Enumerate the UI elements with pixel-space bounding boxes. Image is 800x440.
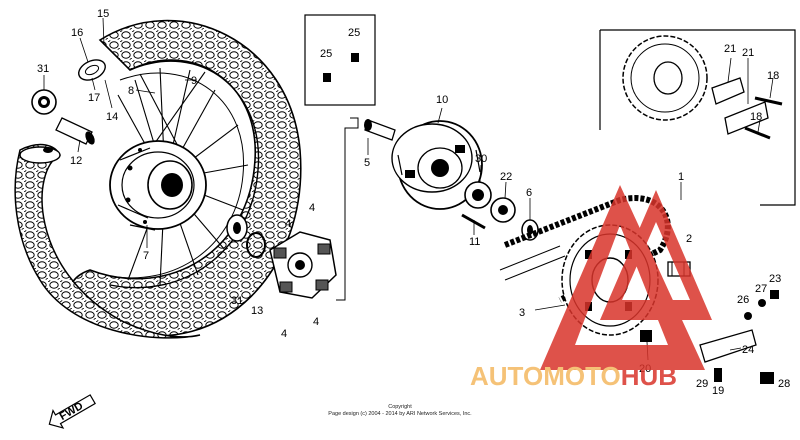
leader-lines: [43, 17, 774, 361]
pin-11: [461, 213, 486, 230]
part-label-31b: 31: [231, 295, 243, 307]
axle-nut-28: [760, 372, 774, 384]
chain-adjuster-24: [699, 329, 757, 363]
bolt-25a: [323, 73, 331, 82]
part-label-31: 31: [37, 63, 49, 75]
wheel-rim: [109, 60, 260, 289]
driven-flange: [391, 120, 483, 210]
washer-27: [758, 299, 766, 307]
part-label-27: 27: [755, 283, 767, 295]
part-label-9: 9: [191, 75, 197, 87]
wheel-bearing-right: [226, 214, 248, 242]
part-label-19: 19: [712, 385, 724, 397]
wheel-hub: [109, 140, 207, 231]
rear-wheel: [69, 19, 302, 337]
part-label-6: 6: [526, 187, 532, 199]
o-ring: [246, 232, 266, 258]
part-label-26: 26: [737, 294, 749, 306]
part-label-28: 28: [778, 378, 790, 390]
part-label-18a: 18: [767, 70, 779, 82]
bolt-18b: [744, 126, 771, 140]
watermark-text-part2: HUB: [621, 361, 677, 391]
nut-23: [770, 290, 779, 299]
part-label-29: 29: [696, 378, 708, 390]
inset-box-sprocket: [600, 29, 796, 206]
part-label-22: 22: [500, 171, 512, 183]
inner-tube: [14, 143, 201, 339]
distance-collar: [55, 117, 95, 145]
part-label-13: 13: [251, 305, 263, 317]
part-label-25b: 25: [348, 27, 360, 39]
part-label-4c: 4: [281, 328, 287, 340]
bolt-29-19: [714, 368, 722, 382]
axle-sleeve: [364, 119, 396, 141]
nut-26: [744, 312, 752, 320]
part-label-5: 5: [364, 157, 370, 169]
part-label-1: 1: [678, 171, 684, 183]
part-label-23: 23: [769, 273, 781, 285]
rim-band: [78, 59, 106, 81]
bolt-20: [640, 330, 652, 342]
copyright-line1: Copyright: [388, 404, 412, 410]
bolt-25b: [351, 53, 359, 62]
inset-box-bolts: [304, 14, 376, 106]
part-label-7: 7: [143, 250, 149, 262]
watermark-text: AUTOMOTOHUB: [470, 361, 677, 391]
lock-plate-21b: [724, 101, 769, 135]
damper-rubbers: [269, 231, 337, 299]
lock-plate-21a: [711, 77, 745, 105]
part-label-14: 14: [106, 111, 118, 123]
part-label-16: 16: [71, 27, 83, 39]
wheel-bearing-left: [31, 89, 57, 115]
flange-bearing: [464, 181, 492, 209]
part-label-4b: 4: [285, 218, 291, 230]
part-label-11: 11: [469, 236, 480, 248]
part-label-2: 2: [686, 233, 692, 245]
part-label-8: 8: [128, 85, 134, 97]
part-label-21b: 21: [742, 47, 754, 59]
part-label-30: 30: [475, 153, 487, 165]
watermark-triangle-icon: [540, 185, 705, 370]
copyright-line2: Page design (c) 2004 - 2014 by ARI Netwo…: [328, 411, 472, 417]
part-label-21a: 21: [724, 43, 736, 55]
part-label-18b: 18: [750, 111, 762, 123]
part-label-25a: 25: [320, 48, 332, 60]
part-label-4a: 4: [309, 202, 315, 214]
part-label-24: 24: [742, 344, 754, 356]
part-label-17: 17: [88, 92, 100, 104]
bolt-18a: [754, 96, 783, 106]
sprocket-inset: [622, 35, 708, 121]
part-label-15: 15: [97, 8, 109, 20]
watermark: AUTOMOTOHUB: [470, 185, 712, 391]
leader-bracket-hub: [336, 117, 359, 301]
part-label-4d: 4: [313, 316, 319, 328]
part-label-3: 3: [519, 307, 525, 319]
part-label-12: 12: [70, 155, 82, 167]
watermark-text-part1: AUTOMOTO: [470, 361, 621, 391]
watermark-triangle-inner-icon: [600, 190, 712, 320]
part-label-10: 10: [436, 94, 448, 106]
oil-seal: [490, 197, 516, 223]
